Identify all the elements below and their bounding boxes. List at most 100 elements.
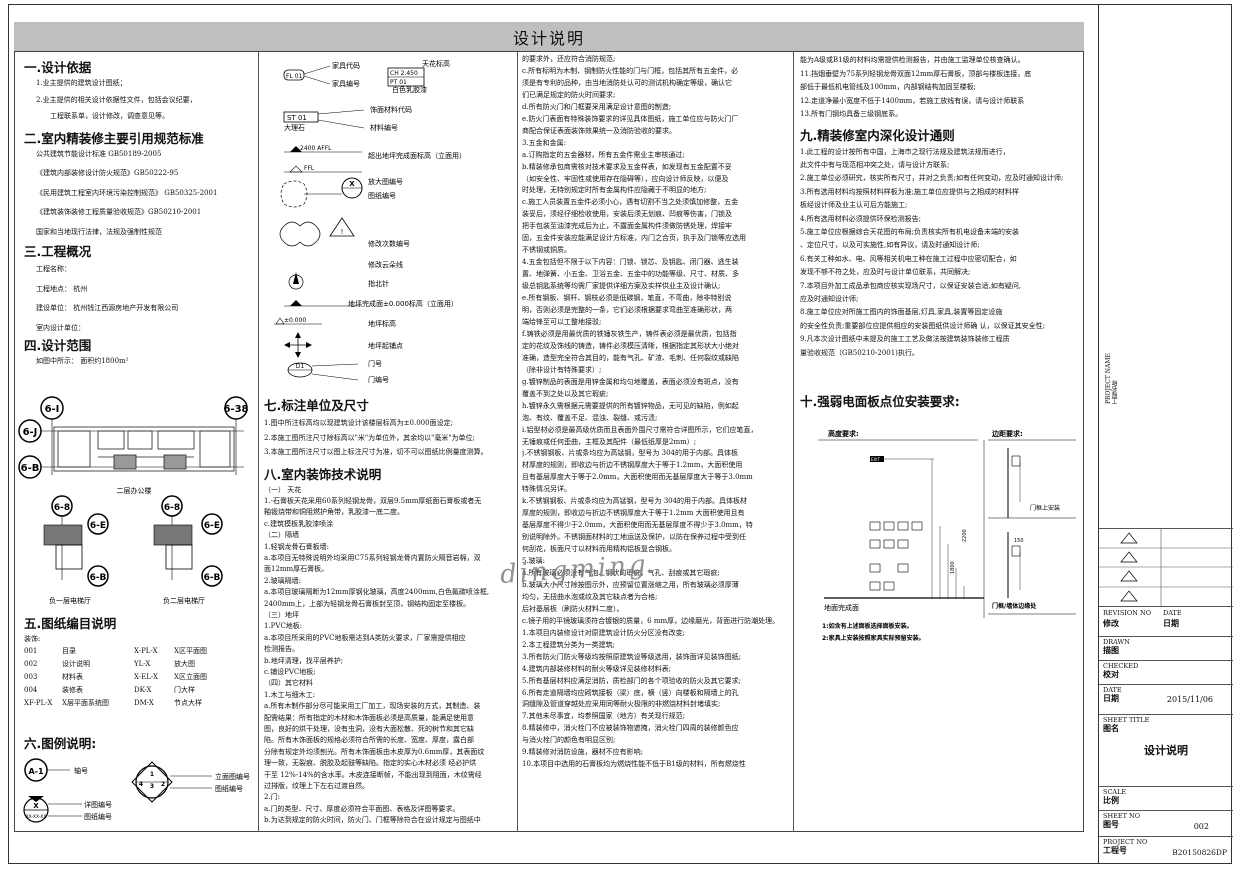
text-line: a.门的类型、尺寸、厚度必须符合平面图、表格及详图等要求。 [264, 804, 460, 813]
text-line: 配需结果：所有指定的木材和木饰面板必须是高质量，能满足使用意 [264, 713, 474, 722]
text-line: 干至 12%-14%的含水率。木皮连接断帧，不能出现到阻面，木纹需经 [264, 770, 482, 779]
text-line: k.不锈钢钢板、片或条均应为高锰钢，型号为 304的用于内部。具体板材 [522, 497, 748, 506]
text-line: 1.此工程的设计按所有中国，上海市之现行法规及建筑法规而进行， [800, 147, 1010, 156]
section-heading: 九.精装修室内深化设计通则 [800, 127, 955, 143]
diagram-label: 高度要求: [828, 429, 859, 438]
text-line: 《建筑内部装修设计防火规范》GB50222-95 [36, 169, 179, 177]
legend-label: 立面图编号 [215, 772, 250, 781]
column-divider [517, 52, 518, 832]
section-heading: 五.图纸编目说明 [24, 616, 117, 631]
table-cell: X区平面图 [174, 646, 207, 655]
table-cell: DM-X [134, 698, 154, 707]
plan-tag: 6-B [90, 573, 107, 583]
text-line: 13.所有门钢均具备三级钢底系。 [800, 110, 903, 118]
text-line: b.地坪清理，找平层养护; [264, 656, 344, 665]
table-cell: 001 [24, 646, 38, 655]
text-line: b.精装修承包商需核对技术要求及五金样表，如发现有五金配置不妥 [522, 162, 732, 171]
plan-caption: 负二层电梯厅 [163, 596, 205, 605]
text-line: 明，否则必须是完整的一条，它们必须根据要求弯曲至准确形状，两 [522, 306, 732, 315]
section-heading: 四.设计范围 [24, 338, 92, 353]
legend-label: 地坪完成面±0.000标高（立面用） [348, 299, 458, 308]
text-line: 级总钥匙系统等均需厂家提供详细方案及实样供业主及设计确认; [522, 282, 721, 291]
legend-label: 修改次数编号 [368, 239, 410, 248]
text-line: 如图中所示： 面积约1800m² [36, 357, 129, 365]
text-line: 把手包装至油漆完成后为止，不露面金属构件须做防锈处理，焊接牢 [522, 222, 732, 231]
text-line: 2.施工单位必须研究，核实所有尺寸，并对之负责;如有任何变动，应及时通知设计师; [800, 174, 1064, 183]
text-line: 准确，造型完全符合其目的，能有气孔、矿渣、毛刺、任何裂纹或缺陷 [522, 353, 739, 362]
text-line: 覆盖不到之处以及其它瑕疵; [522, 389, 609, 398]
text-line: b.为达到规定的防火时间，防火门、门框等除符合在设计规定与图纸中 [264, 816, 481, 825]
text-line: 固，五金件安装应能满足设计方标准，内门之合页，执手及门锁等应选用 [522, 234, 746, 243]
text-line: a.订购指定的五金器材，所有五金件需业主审核通过; [522, 150, 685, 159]
text-line: 过排版，纹理上下左右过渡自然。 [264, 782, 369, 791]
text-line: 3.所有选用材料均按照材料样板为准;施工单位应提供与之相成的材料样 [800, 187, 1020, 196]
table-cell: 材料表 [62, 672, 83, 681]
tb-label: 日期 [1103, 693, 1119, 703]
text-line: 1.木工与细木工: [264, 690, 316, 699]
table-cell: X区立面图 [174, 672, 207, 681]
diagram-dim: 1800 [950, 561, 956, 574]
title-block: PROJECT NAME 工程名称 REVISION NO 修改 DATE 日期… [1098, 4, 1233, 864]
text-line: 2.门: [264, 793, 281, 802]
tb-label: DATE [1163, 609, 1182, 617]
text-line: 均匀，无扭曲水泡或纹及其它缺点者为合格; [522, 592, 658, 601]
text-line: 10.本项目中选用的石膏板均为燃烧性能不低于B1级的材料，所有燃烧性 [522, 760, 746, 769]
legend-section: 六.图例说明: [24, 732, 256, 756]
column-2: 七.标注单位及尺寸 1.图中所注标高均以现建筑设计该楼层标高为±0.000面设定… [264, 394, 515, 830]
text-line: 9.精装修对消防设施，器材不应有影响; [522, 748, 644, 757]
plan-caption: 二层办公楼 [117, 486, 152, 495]
legend-label: 地坪标高 [368, 319, 396, 328]
table-cell: 放大图 [174, 659, 195, 668]
section-heading: 一.设计依据 [24, 60, 92, 75]
tb-label: SCALE [1103, 788, 1127, 796]
text-line: f.铸铁必须是用最优质的铁锤灰铁生产，铸件表必须是最优质，包括指 [522, 329, 737, 338]
legend-label: 家具代码 [332, 61, 360, 70]
text-line: 3.所有防火门防火等级均按照原建筑设等级选用，装饰面详见装饰图纸; [522, 652, 742, 661]
drawing-date: 2015/11/06 [1166, 695, 1213, 704]
plan-tag: 6-E [90, 521, 106, 531]
plan-tag: 6-8 [164, 503, 180, 513]
tb-label: 图名 [1103, 723, 1119, 733]
project-number: B20150826DP [1172, 848, 1227, 857]
plan-tag: 6-B [21, 463, 40, 474]
text-line: 5.玻璃: [522, 557, 546, 566]
text-line: 无锤痕或任何歪曲，主框及其配件（最低纸厚是2mm）; [522, 437, 697, 446]
text-line: e.所有钢板、钢杆、钢枝必须是低碳钢，笔直，不弯曲，除非特别说 [522, 294, 732, 303]
column-divider [793, 52, 794, 832]
text-line: g.镀锌制品的表面是用锌金属和均匀地覆盖，表面必须没有斑点，没有 [522, 377, 739, 386]
svg-text:2: 2 [161, 781, 165, 788]
text-line: 6.所有走道隔墙均应砌筑接板（梁）底，横（竖）向楼板和隔墙上的孔 [522, 688, 739, 697]
table-cell: X-EL-X [134, 672, 158, 681]
text-line: 端给锋至可以工整地接驳; [522, 317, 602, 326]
column-divider [258, 52, 259, 832]
table-cell: 004 [24, 685, 38, 694]
scale-row: SCALE 比例 [1099, 786, 1233, 810]
text-line: 工程名称： [36, 265, 71, 273]
text-line: 3.五金和金属: [522, 138, 567, 147]
ceiling-tag: CH 2.450 [390, 70, 418, 77]
plan-tag: 6-J [23, 427, 38, 438]
text-line: 们已满足规定的防火时间要求; [522, 90, 616, 99]
legend-label: 放大图编号 [368, 177, 403, 186]
text-line: 1.-石膏板天花采用60系列轻钢龙骨，双层9.5mm厚纸面石膏板或者无 [264, 496, 482, 505]
text-line: c.镜子用的平镜玻璃须符合镀银的质量，6 mm厚，边缘磨光，背面进行防潮处理。 [522, 616, 780, 625]
legend-label: 饰面材料代码 [370, 105, 412, 114]
panel-install-diagram: 高度要求: 边距要求: EXIT 地面完成面 2200 1800 门框上安装 1… [818, 429, 1076, 642]
text-line: 2.本工程建筑分类为一类建筑; [522, 640, 616, 649]
furniture-tag: FL 01 [286, 73, 303, 80]
legend-label: 详图编号 [84, 800, 112, 809]
table-cell: DK-X [134, 685, 152, 694]
text-line: 7.本项目外加工成品承包商应核实现场尺寸，以保证安装合适,如有疑问, [800, 281, 1022, 290]
tech-notes: 能为A级或B1级的材料均需提供检测报告，并由施工监理单位核查确认。11.挡烟垂壁… [800, 54, 1080, 121]
floor-plan-diagram: 6-I 6-38 6-J 6-B 二层办公楼 6-8 6-E 6-B 负一层电梯… [18, 396, 249, 605]
section-heading: 七.标注单位及尺寸 [264, 398, 369, 413]
tb-label: 日期 [1163, 618, 1179, 628]
section-heading: 十.强弱电面板点位安装要求: [800, 394, 960, 409]
text-line: a.本项目玻璃隔断为12mm厚钢化玻璃，高度2400mm,白色氟碳喷涂框, [264, 588, 490, 597]
diagram-dim: 150 [1014, 538, 1024, 544]
text-line: 分除有规定外均须刨光。所有木饰面板由木皮厚为0.6mm厚，其表面纹 [264, 747, 485, 756]
revision-header: REVISION NO 修改 DATE 日期 [1099, 606, 1233, 636]
tb-label: REVISION NO [1103, 609, 1152, 617]
